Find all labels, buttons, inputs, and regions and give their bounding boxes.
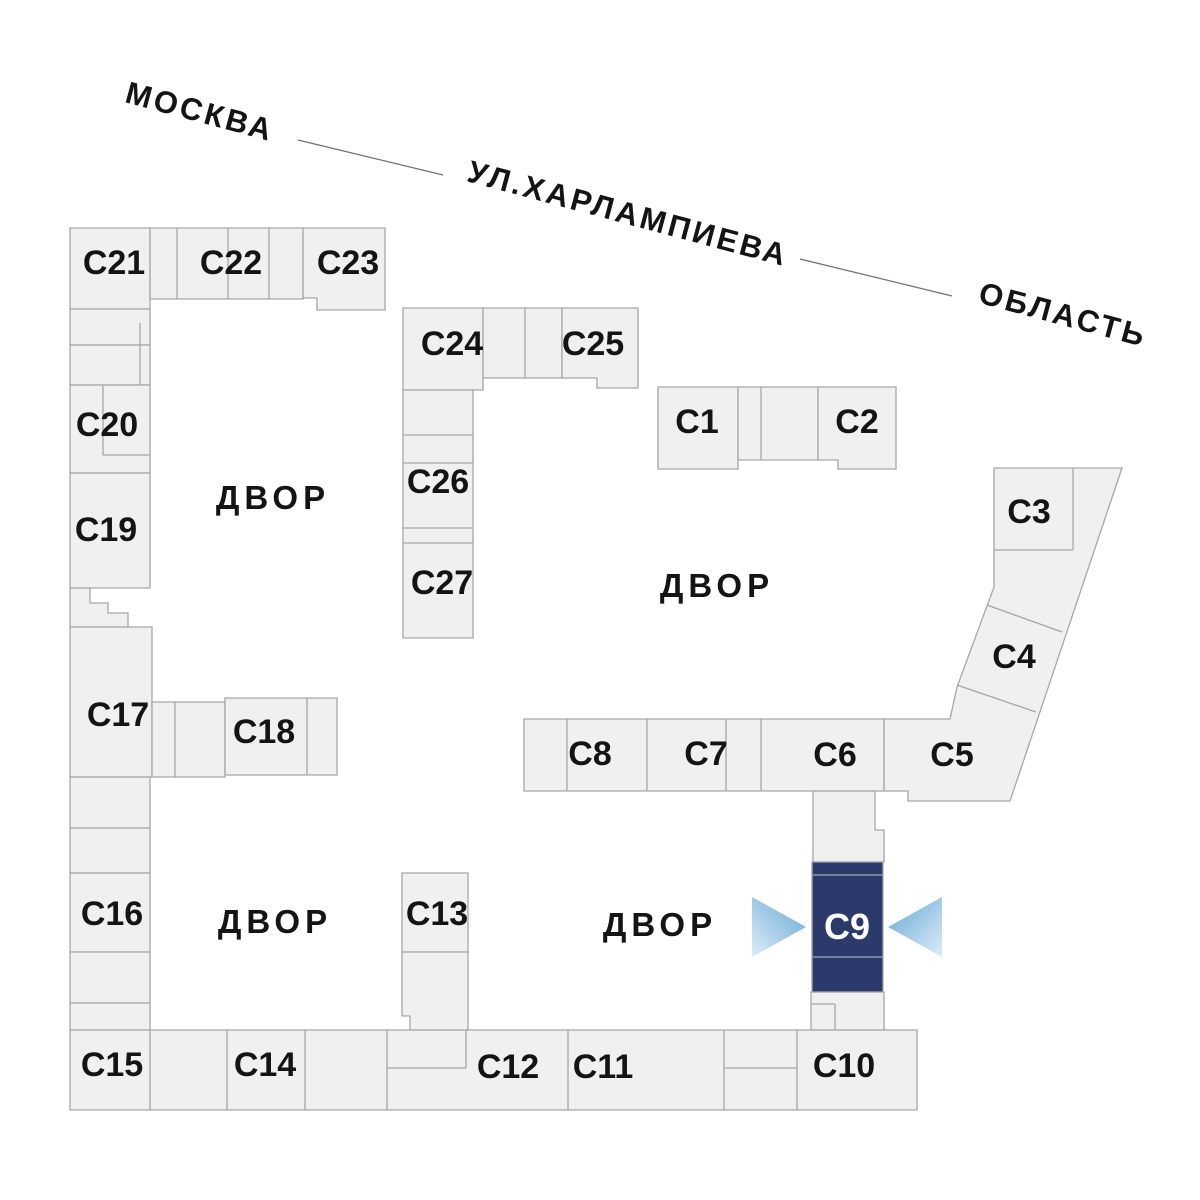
block-c25-label: С25 — [562, 325, 624, 363]
block-c7-label: С7 — [684, 735, 727, 773]
block-segment — [69, 827, 151, 874]
block-segment — [151, 701, 226, 778]
block-segment — [810, 991, 885, 1031]
block-c18[interactable] — [224, 697, 338, 776]
block-segment — [737, 386, 819, 461]
block-c10-label: С10 — [813, 1047, 875, 1085]
block-c16-label: С16 — [81, 895, 143, 933]
highlight-group: С9 — [752, 861, 942, 993]
block-c18-label: С18 — [233, 713, 295, 751]
block-c2[interactable] — [817, 386, 897, 470]
block-c8-label: С8 — [568, 735, 611, 773]
street-line-right — [799, 258, 953, 297]
block-c12-label: С12 — [477, 1048, 539, 1086]
block-segment — [69, 344, 151, 386]
block-c1[interactable] — [657, 386, 739, 470]
block-c25[interactable] — [561, 307, 639, 389]
block-c2-label: С2 — [835, 403, 878, 441]
block-c17-label: С17 — [87, 696, 149, 734]
block-c24[interactable] — [402, 307, 484, 391]
block-c6-label: С6 — [813, 736, 856, 774]
arrow-right-icon — [752, 897, 806, 957]
block-c3-c4-c5-strip[interactable] — [883, 467, 1123, 802]
block-c13-label: С13 — [406, 895, 468, 933]
block-c21-label: С21 — [83, 244, 145, 282]
street-city-label: МОСКВА — [122, 75, 278, 148]
labels-group: С1 С2 С3 С4 С5 С6 С7 С8 С10 С11 С12 С13 … — [75, 244, 1051, 1086]
courtyard-label: ДВОР — [660, 567, 774, 604]
block-segment — [69, 776, 151, 829]
block-c3-label: С3 — [1007, 493, 1050, 531]
block-segment — [401, 951, 469, 1031]
block-c4-label: С4 — [992, 638, 1036, 676]
block-segment — [69, 1002, 151, 1031]
block-c20-label: С20 — [76, 406, 138, 444]
block-segment — [69, 308, 151, 346]
block-c23-label: С23 — [317, 244, 379, 282]
block-bottom-row[interactable] — [69, 1029, 918, 1111]
block-c9-highlighted[interactable] — [811, 861, 884, 993]
block-c19-label: С19 — [75, 511, 137, 549]
block-c19[interactable] — [69, 472, 151, 589]
block-c9-label: С9 — [824, 906, 870, 947]
street-line-left — [297, 139, 444, 176]
block-dividers — [102, 228, 1074, 1110]
block-stairs-segment — [69, 587, 129, 628]
courtyard-label: ДВОР — [603, 906, 717, 943]
block-c22-label: С22 — [200, 244, 262, 282]
block-c23[interactable] — [302, 227, 386, 311]
block-segment — [482, 307, 563, 379]
block-c26-c27-column[interactable] — [402, 389, 474, 639]
block-c15-label: С15 — [81, 1046, 143, 1084]
block-c9-dividers — [812, 874, 883, 958]
block-c22[interactable] — [149, 227, 304, 300]
courtyard-label: ДВОР — [216, 479, 330, 516]
block-c27-label: С27 — [411, 564, 473, 602]
block-c24-label: С24 — [421, 325, 483, 363]
street-name-label: УЛ.ХАРЛАМПИЕВА — [464, 154, 792, 273]
block-segment — [69, 951, 151, 1004]
courtyard-label: ДВОР — [218, 903, 332, 940]
courtyards-group: ДВОР ДВОР ДВОР ДВОР — [216, 479, 774, 943]
street-region-label: ОБЛАСТЬ — [975, 275, 1151, 354]
block-c6-c7-c8-strip[interactable] — [523, 718, 885, 792]
block-c14-label: С14 — [234, 1046, 296, 1084]
block-c5-label: С5 — [930, 736, 973, 774]
blocks-group — [69, 227, 1123, 1111]
arrow-left-icon — [888, 897, 942, 957]
block-segment — [812, 790, 885, 863]
block-c11-label: С11 — [573, 1048, 634, 1086]
block-c26-label: С26 — [407, 463, 469, 501]
block-c1-label: С1 — [675, 403, 718, 441]
